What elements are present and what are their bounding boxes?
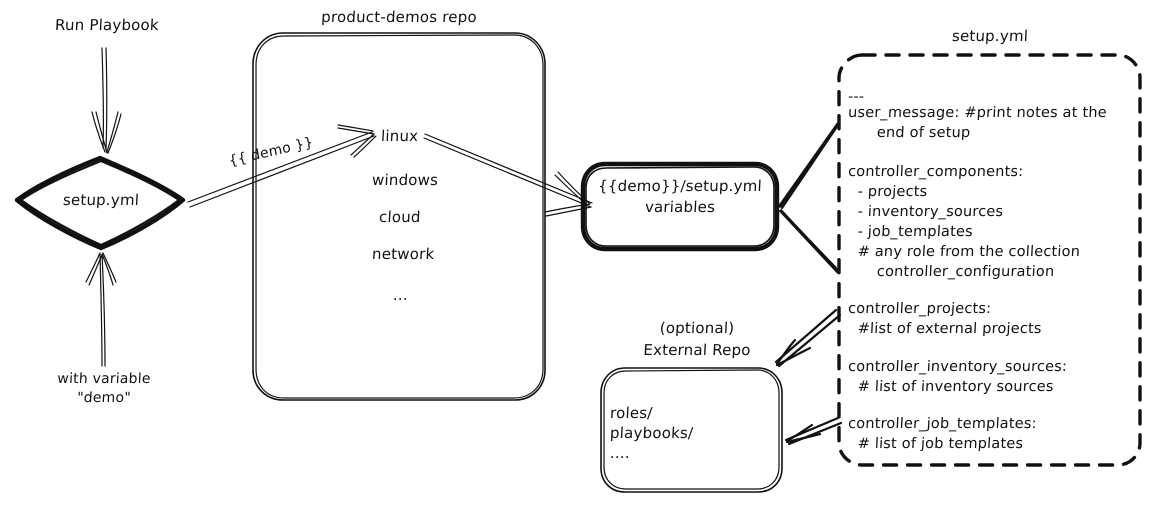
projects-to-external-repo-arrow: [774, 308, 842, 368]
with-variable-arrow: [85, 252, 117, 367]
setup-yml-line-controller-components: controller_components:: [847, 164, 1024, 180]
setup-yml-line-job-templates: - job_templates: [847, 224, 974, 240]
with-variable-label-line1: with variable: [56, 371, 152, 387]
setup-yml-line-controller-configuration: controller_configuration: [847, 264, 1055, 280]
repo-item-network: network: [371, 245, 435, 263]
repo-item-linux: linux: [380, 127, 419, 145]
setupyml-to-vars-lines: [778, 122, 840, 274]
setup-yml-diamond-label: setup.yml: [62, 191, 140, 209]
setup-yml-line-controller-projects: controller_projects:: [847, 301, 992, 317]
product-demos-repo-box: [252, 32, 546, 401]
demo-variable-arrow: [187, 124, 377, 208]
setup-yml-box-title: setup.yml: [951, 27, 1029, 45]
jobtemplates-to-external-repo-arrow: [784, 416, 843, 446]
setup-yml-line-user-message: user_message: #print notes at the: [847, 105, 1108, 121]
with-variable-label-line2: "demo": [76, 390, 132, 406]
setup-yml-line-projects: - projects: [847, 184, 928, 200]
repo-item-cloud: cloud: [378, 208, 422, 226]
external-repo-box: [600, 367, 783, 493]
vars-box-shape: [580, 161, 780, 252]
repo-item-windows: windows: [371, 171, 439, 189]
external-repo-item-ellipsis: ....: [609, 444, 631, 462]
repo-item-ellipsis: ...: [392, 286, 409, 304]
setup-yml-line-controller-job-templates-comment: # list of job templates: [847, 436, 1024, 452]
external-repo-title-line2: External Repo: [642, 341, 752, 359]
product-demos-repo-title: product-demos repo: [320, 8, 478, 26]
run-playbook-label: Run Playbook: [54, 16, 160, 34]
linux-to-vars-arrow: [423, 133, 593, 217]
setup-yml-diamond-shape: [14, 155, 186, 251]
external-repo-item-playbooks: playbooks/: [609, 424, 694, 442]
setup-yml-line-controller-inventory-sources-comment: # list of inventory sources: [847, 379, 1055, 395]
setup-yml-line-controller-job-templates: controller_job_templates:: [847, 416, 1038, 432]
setup-yml-line-user-message-cont: end of setup: [847, 125, 971, 141]
setup-yml-dashed-box: [837, 53, 1142, 467]
setup-yml-line-inventory-sources: - inventory_sources: [847, 204, 1004, 220]
external-repo-title-line1: (optional): [659, 319, 735, 337]
vars-box-line2: variables: [644, 198, 716, 216]
run-playbook-arrow: [91, 47, 122, 154]
setup-yml-line-controller-projects-comment: #list of external projects: [847, 321, 1043, 337]
vars-box-line1: {{demo}}/setup.yml: [597, 177, 763, 195]
external-repo-item-roles: roles/: [609, 404, 654, 422]
setup-yml-line-any-role-comment: # any role from the collection: [847, 244, 1081, 260]
setup-yml-line-controller-inventory-sources: controller_inventory_sources:: [847, 359, 1068, 375]
